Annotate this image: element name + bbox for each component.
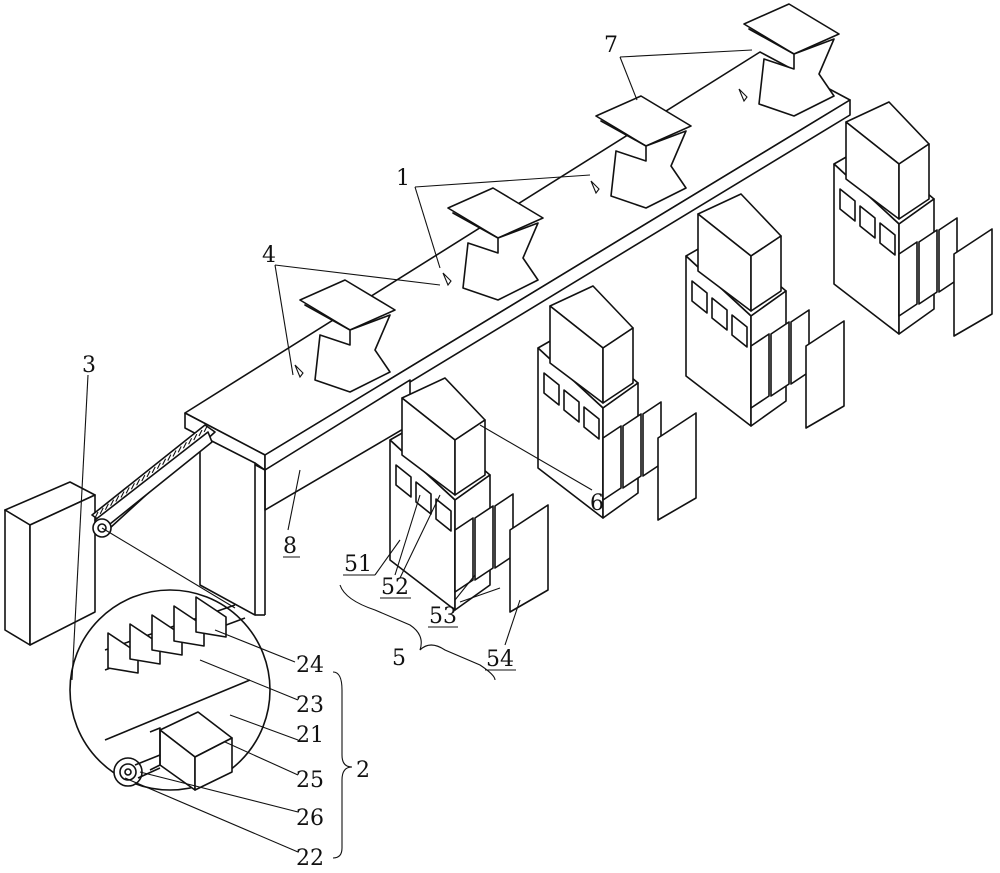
shelf-frame [748,28,835,117]
door [657,412,697,521]
cabinet-window [859,205,876,239]
cabinet-unit [389,377,549,613]
cabinet-window [543,372,560,406]
control-cabinet [4,481,96,646]
label-7-shelf: 7 [604,33,618,58]
shelf-unit [294,279,396,393]
reference-labels: 1 2 3 4 5 6 7 8 21 22 23 24 25 26 51 52 … [82,33,618,871]
conveyor-rack [91,424,216,538]
label-51: 51 [344,552,372,577]
cabinet-window [839,188,856,222]
bin [602,425,622,501]
bin [474,505,494,581]
slot [442,272,452,287]
cabinet-window [731,314,748,348]
shelf-frame [304,304,391,393]
cabinet-unit [537,285,697,521]
cabinet-window [879,222,896,256]
label-24: 24 [296,653,324,678]
cabinet-unit [833,101,993,337]
label-2-conveyor: 2 [356,758,370,783]
label-5-cabinet: 5 [392,646,406,671]
shelf-unit [442,187,544,301]
label-6-box: 6 [590,491,604,516]
label-8-drawer: 8 [283,534,297,559]
storage-box-side [454,419,486,496]
door [805,320,845,429]
bin [898,241,918,317]
slot [590,180,600,195]
label-1-desk: 1 [396,166,410,191]
detail-view [69,589,271,791]
door [509,504,549,613]
cabinet-window [563,389,580,423]
bin [622,413,642,489]
cabinet-window [583,406,600,440]
door [953,228,993,337]
cabinet-window [395,464,412,498]
label-54: 54 [486,647,514,672]
slot [738,88,748,103]
storage-box-side [750,235,782,312]
partition-plate [195,596,227,638]
leader-lines [71,49,753,859]
cabinet-unit [685,193,845,429]
label-52: 52 [381,575,409,600]
bin [918,229,938,305]
bin [750,333,770,409]
label-21: 21 [296,723,324,748]
label-53: 53 [429,604,457,629]
slot [294,364,304,379]
shelf-unit [738,3,840,117]
storage-box-side [602,327,634,404]
label-23: 23 [296,693,324,718]
label-4-slot: 4 [262,243,276,268]
shelf-frame [600,120,687,209]
cabinet-window [435,498,452,532]
shelf-frame [452,212,539,301]
label-25: 25 [296,768,324,793]
cabinet-window [711,297,728,331]
shelf-unit [590,95,692,209]
bin [454,517,474,593]
cabinet-window [691,280,708,314]
label-3-control-box: 3 [82,353,96,378]
bin [770,321,790,397]
label-26: 26 [296,806,324,831]
storage-box-side [898,143,930,220]
label-22: 22 [296,846,324,871]
